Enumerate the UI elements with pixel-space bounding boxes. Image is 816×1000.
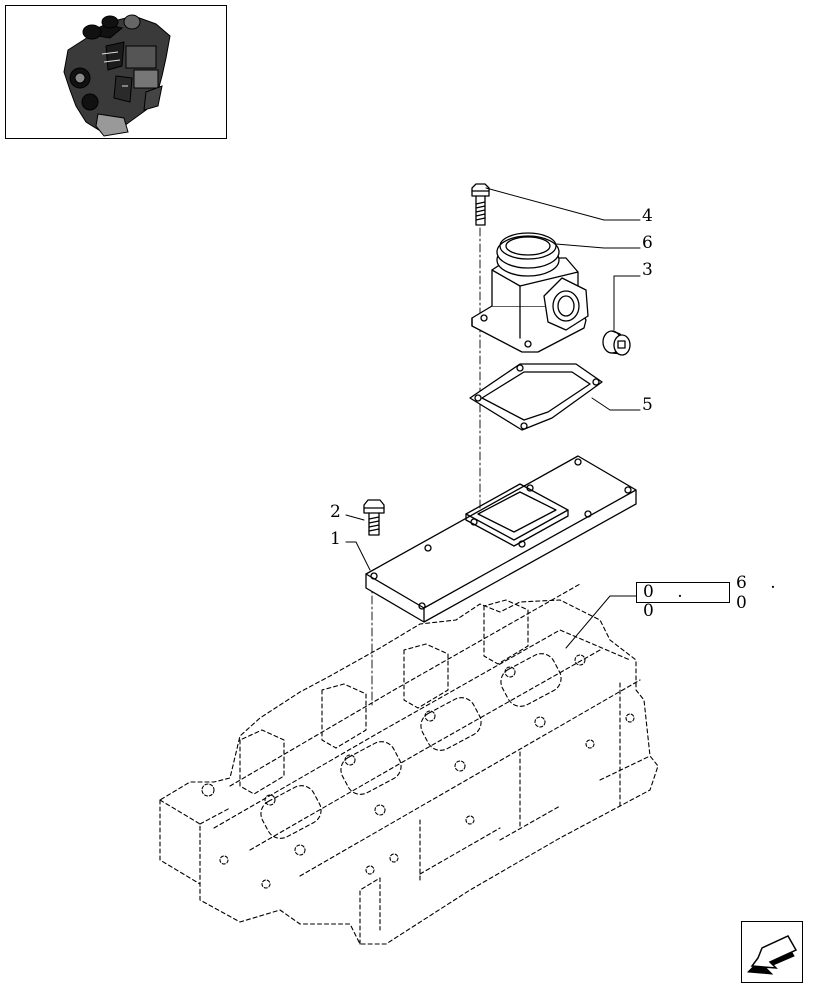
- callout-3: 3: [642, 260, 653, 280]
- center-line: [371, 227, 481, 706]
- leader-lines: [345, 187, 641, 649]
- cylinder-head-reference: [159, 583, 659, 945]
- plug-part-3: [602, 330, 631, 356]
- previous-page-arrow-icon: [746, 935, 798, 975]
- cover-plate-part-1: [365, 455, 637, 623]
- engine-icon: [63, 14, 171, 137]
- callout-5: 5: [642, 395, 653, 415]
- bolt-part-2: [363, 499, 385, 536]
- cross-reference[interactable]: 0 . 0 6 . 0: [636, 573, 816, 621]
- callout-1: 1: [330, 529, 341, 549]
- callout-4: 4: [642, 206, 653, 226]
- cylinder-head-holes: [201, 654, 635, 889]
- bolt-part-4: [471, 183, 490, 226]
- reference-number-suffix: 6 . 0: [736, 572, 785, 613]
- previous-page-button[interactable]: [741, 921, 803, 983]
- callout-2: 2: [330, 502, 341, 522]
- reference-boxed-number: 0 . 0: [636, 582, 730, 621]
- engine-thumbnail: [5, 5, 227, 139]
- callout-6: 6: [642, 233, 653, 253]
- thermostat-housing-part-6: [471, 232, 589, 353]
- gasket-part-5: [469, 363, 603, 431]
